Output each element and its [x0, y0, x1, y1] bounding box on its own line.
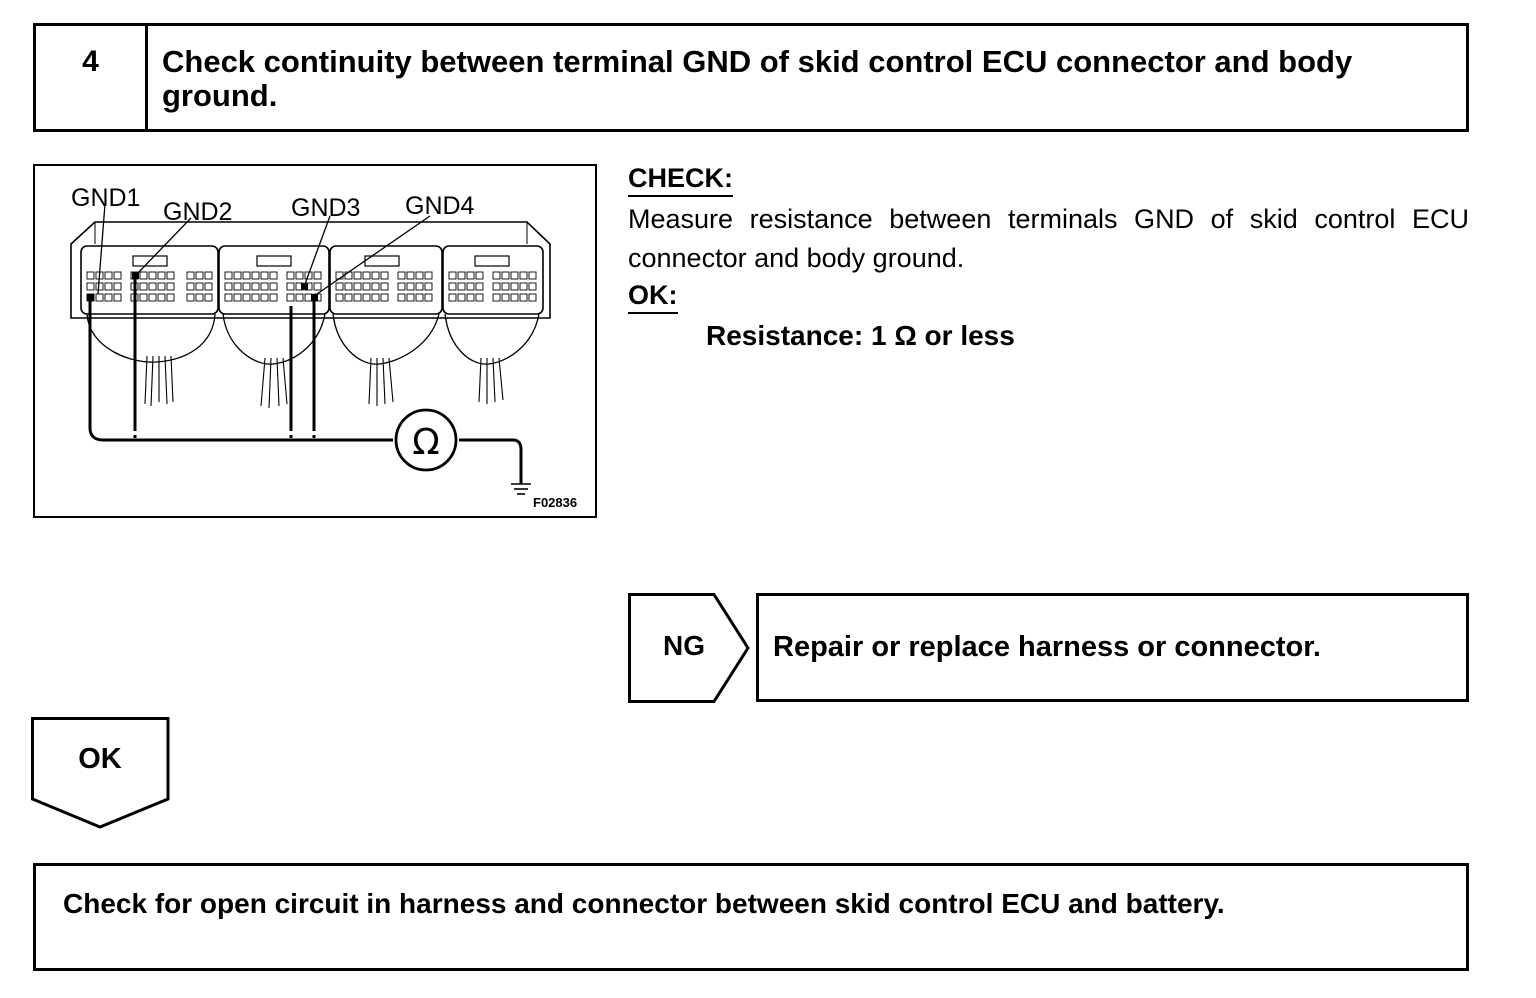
- label-gnd4: GND4: [405, 192, 475, 220]
- connector-block-1: [80, 245, 219, 315]
- result-box: Check for open circuit in harness and co…: [33, 863, 1469, 971]
- result-text: Check for open circuit in harness and co…: [63, 888, 1225, 919]
- ohmmeter-symbol: Ω: [412, 422, 440, 463]
- label-gnd2: GND2: [163, 198, 232, 226]
- ng-action-text: Repair or replace harness or connector.: [773, 631, 1321, 663]
- connector-diagram: Ω GND1 GND2 GND3 GND4 F02836: [33, 164, 597, 518]
- figure-code: F02836: [533, 495, 577, 510]
- body-ground-icon: [511, 483, 531, 495]
- connector-diagram-drawing: Ω GND1 GND2 GND3 GND4 F02836: [70, 184, 577, 510]
- ng-label: NG: [663, 630, 705, 661]
- gnd2-leader: [136, 217, 192, 275]
- step-header: 4 Check continuity between terminal GND …: [33, 23, 1469, 132]
- gnd3-terminal: [301, 283, 308, 290]
- connector-block-2: [218, 245, 330, 315]
- gnd1-terminal: [87, 294, 94, 301]
- ok-heading: OK:: [628, 280, 678, 314]
- gnd1-leader: [97, 203, 106, 295]
- gnd4-leader: [316, 215, 431, 295]
- label-gnd3: GND3: [291, 194, 360, 222]
- step-number: 4: [36, 26, 148, 129]
- step-title: Check continuity between terminal GND of…: [162, 44, 1353, 113]
- gnd2-terminal: [132, 272, 139, 279]
- check-heading: CHECK:: [628, 163, 733, 197]
- ground-lead: [459, 438, 523, 484]
- ok-label: OK: [78, 743, 122, 775]
- resistance-spec: Resistance: 1 Ω or less: [706, 320, 1015, 351]
- ng-arrow-icon: [628, 593, 750, 703]
- gnd1-probe-lead: [88, 301, 393, 442]
- ohmmeter-icon: [394, 408, 458, 472]
- ok-arrow-icon: [31, 717, 170, 829]
- gnd4-terminal: [311, 294, 318, 301]
- ng-action-box: Repair or replace harness or connector.: [756, 593, 1469, 702]
- label-gnd1: GND1: [71, 184, 140, 212]
- check-instruction: Measure resistance between terminals GND…: [628, 204, 1469, 273]
- gnd3-leader: [304, 215, 331, 285]
